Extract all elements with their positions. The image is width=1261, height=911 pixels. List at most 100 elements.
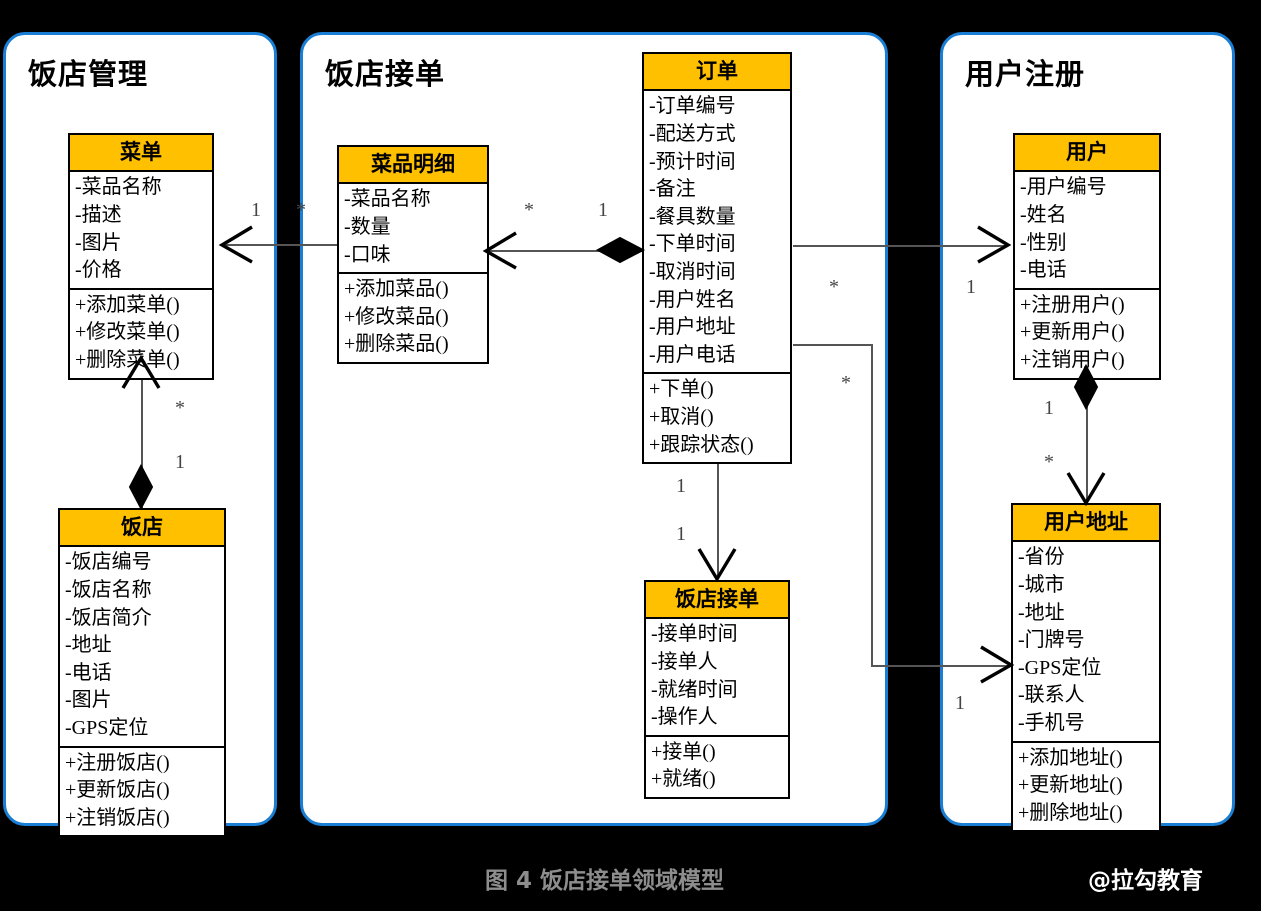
- class-name-order: 订单: [644, 54, 790, 92]
- attribute: -描述: [75, 204, 122, 227]
- class-operations-dish-detail: +添加菜品() +修改菜品() +删除菜品(): [339, 274, 487, 362]
- class-attributes-user-address: -省份 -城市 -地址 -门牌号 -GPS定位 -联系人 -手机号: [1013, 542, 1159, 743]
- class-box-user-address[interactable]: 用户地址 -省份 -城市 -地址 -门牌号 -GPS定位 -联系人 -手机号 +…: [1011, 503, 1161, 833]
- connector-detail-to-menu: [226, 244, 337, 246]
- connector-order-to-accept: [717, 447, 719, 579]
- operation: +添加菜品(): [344, 278, 449, 301]
- connector-order-to-user: [793, 245, 1005, 247]
- attribute: -用户电话: [649, 343, 736, 366]
- operation: +修改菜单(): [75, 321, 180, 344]
- attribute: -地址: [65, 634, 112, 657]
- multiplicity-order-accept: 1: [676, 475, 686, 497]
- multiplicity-user-address: 1: [1044, 397, 1054, 419]
- class-attributes-user: -用户编号 -姓名 -性别 -电话: [1015, 172, 1159, 290]
- attribute: -电话: [65, 661, 112, 684]
- attribute: -接单时间: [651, 623, 738, 646]
- attribute: -订单编号: [649, 95, 736, 118]
- attribute: -餐具数量: [649, 205, 736, 228]
- class-attributes-dish-detail: -菜品名称 -数量 -口味: [339, 184, 487, 275]
- class-box-user[interactable]: 用户 -用户编号 -姓名 -性别 -电话 +注册用户() +更新用户() +注销…: [1013, 133, 1161, 380]
- attribute: -姓名: [1020, 204, 1067, 227]
- class-operations-accept-order: +接单() +就绪(): [646, 737, 788, 797]
- attribute: -取消时间: [649, 261, 736, 283]
- connector-order-to-address-top: [793, 344, 872, 346]
- class-name-user: 用户: [1015, 135, 1159, 173]
- attribute: -价格: [75, 259, 122, 282]
- attribute: -饭店简介: [65, 606, 152, 629]
- attribute: -联系人: [1018, 684, 1085, 707]
- attribute: -口味: [344, 243, 391, 266]
- package-title: 饭店接单: [325, 57, 446, 91]
- connector-user-to-address: [1086, 366, 1088, 503]
- watermark: @拉勾教育: [1088, 868, 1203, 894]
- attribute: -数量: [344, 216, 391, 239]
- attribute: -城市: [1018, 574, 1065, 597]
- attribute: -下单时间: [649, 233, 736, 256]
- attribute: -就绪时间: [651, 678, 738, 701]
- attribute: -电话: [1020, 259, 1067, 282]
- class-operations-user: +注册用户() +更新用户() +注销用户(): [1015, 290, 1159, 378]
- attribute: -门牌号: [1018, 629, 1085, 652]
- multiplicity-menu-detail: 1: [251, 199, 261, 221]
- package-title: 用户注册: [965, 57, 1086, 91]
- operation: +注销用户(): [1020, 349, 1125, 371]
- class-name-user-address: 用户地址: [1013, 505, 1159, 543]
- class-name-menu: 菜单: [70, 135, 212, 173]
- class-box-accept-order[interactable]: 饭店接单 -接单时间 -接单人 -就绪时间 -操作人 +接单() +就绪(): [644, 580, 790, 799]
- class-attributes-accept-order: -接单时间 -接单人 -就绪时间 -操作人: [646, 619, 788, 737]
- attribute: -手机号: [1018, 712, 1085, 734]
- attribute: -用户地址: [649, 316, 736, 339]
- attribute: -菜品名称: [344, 188, 431, 211]
- operation: +添加地址(): [1018, 746, 1123, 769]
- multiplicity-order-address: *: [841, 372, 851, 394]
- operation: +注册饭店(): [65, 751, 170, 774]
- class-operations-order: +下单() +取消() +跟踪状态(): [644, 374, 790, 462]
- connector-order-to-detail: [489, 250, 642, 252]
- operation: +接单(): [651, 740, 716, 763]
- multiplicity-address-user: *: [1044, 451, 1054, 473]
- operation: +删除地址(): [1018, 801, 1123, 824]
- class-name-dish-detail: 菜品明细: [339, 147, 487, 185]
- attribute: -性别: [1020, 231, 1067, 254]
- attribute: -菜品名称: [75, 176, 162, 199]
- attribute: -用户姓名: [649, 288, 736, 311]
- attribute: -图片: [65, 689, 112, 712]
- operation: +删除菜单(): [75, 349, 180, 371]
- operation: +更新地址(): [1018, 774, 1123, 797]
- multiplicity-restaurant-menu: 1: [175, 451, 185, 473]
- attribute: -GPS定位: [65, 717, 149, 739]
- connector-order-to-address-bottom: [871, 665, 1011, 667]
- class-name-restaurant: 饭店: [60, 510, 224, 548]
- multiplicity-order-user: *: [829, 276, 839, 298]
- class-attributes-menu: -菜品名称 -描述 -图片 -价格: [70, 172, 212, 290]
- attribute: -省份: [1018, 546, 1065, 569]
- attribute: -接单人: [651, 651, 718, 674]
- operation: +注册用户(): [1020, 293, 1125, 316]
- class-name-accept-order: 饭店接单: [646, 582, 788, 620]
- connector-order-to-address-vertical: [871, 344, 873, 666]
- class-box-menu[interactable]: 菜单 -菜品名称 -描述 -图片 -价格 +添加菜单() +修改菜单() +删除…: [68, 133, 214, 380]
- attribute: -饭店编号: [65, 551, 152, 574]
- class-box-order[interactable]: 订单 -订单编号 -配送方式 -预计时间 -备注 -餐具数量 -下单时间 -取消…: [642, 52, 792, 465]
- attribute: -地址: [1018, 601, 1065, 624]
- operation: +取消(): [649, 405, 714, 428]
- class-operations-restaurant: +注册饭店() +更新饭店() +注销饭店(): [60, 748, 224, 836]
- class-box-restaurant[interactable]: 饭店 -饭店编号 -饭店名称 -饭店简介 -地址 -电话 -图片 -GPS定位 …: [58, 508, 226, 838]
- attribute: -预计时间: [649, 150, 736, 173]
- class-attributes-restaurant: -饭店编号 -饭店名称 -饭店简介 -地址 -电话 -图片 -GPS定位: [60, 547, 224, 748]
- class-attributes-order: -订单编号 -配送方式 -预计时间 -备注 -餐具数量 -下单时间 -取消时间 …: [644, 91, 790, 375]
- attribute: -GPS定位: [1018, 656, 1102, 679]
- attribute: -饭店名称: [65, 579, 152, 602]
- multiplicity-address-order: 1: [955, 692, 965, 714]
- multiplicity-detail-menu: *: [296, 199, 306, 221]
- figure-caption: 图 4 饭店接单领域模型: [485, 868, 725, 894]
- operation: +下单(): [649, 378, 714, 401]
- operation: +就绪(): [651, 768, 716, 791]
- connector-restaurant-to-menu: [141, 358, 143, 508]
- class-operations-menu: +添加菜单() +修改菜单() +删除菜单(): [70, 290, 212, 378]
- operation: +跟踪状态(): [649, 433, 754, 456]
- class-box-dish-detail[interactable]: 菜品明细 -菜品名称 -数量 -口味 +添加菜品() +修改菜品() +删除菜品…: [337, 145, 489, 364]
- attribute: -配送方式: [649, 123, 736, 146]
- multiplicity-detail-order: *: [524, 199, 534, 221]
